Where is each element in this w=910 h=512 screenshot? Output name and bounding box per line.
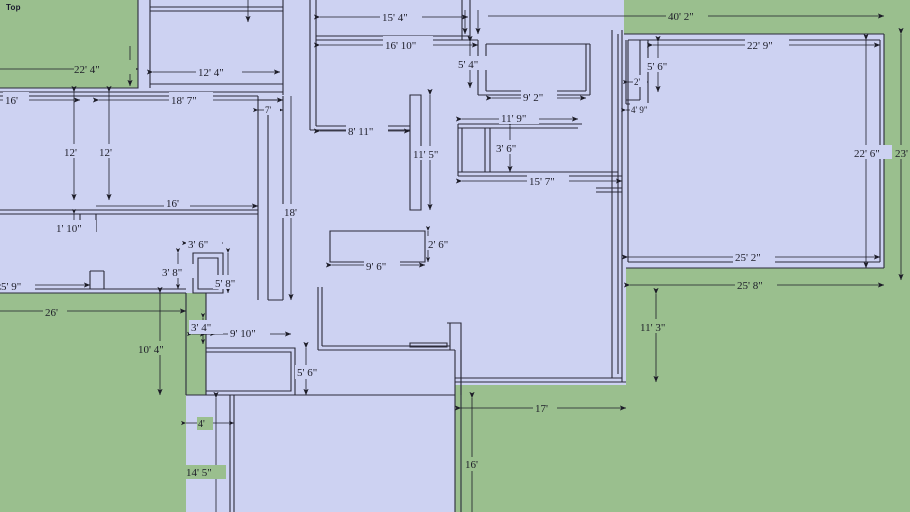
- exterior-yard-topleft: [0, 0, 138, 88]
- wall-divider-vertical-center: [409, 94, 422, 211]
- dim-label-5-6: 5' 6": [647, 61, 667, 73]
- wall-bottomleft-room: [206, 347, 296, 395]
- wall-small-room-divider: [484, 128, 491, 172]
- dim-label-8-11: 8' 11": [348, 126, 373, 138]
- wall-island-counter: [329, 230, 426, 263]
- wall-door-swing-center: [409, 342, 448, 348]
- dimension-labels: 22' 4" 12' 4" 15' 4" 40' 2" 16' 10" 22' …: [1, 7, 910, 479]
- dim-label-3-6: 3' 6": [496, 143, 516, 155]
- dim-label-25-2: 25' 2": [735, 252, 761, 264]
- dim-label-5-8: 5' 8": [215, 278, 235, 290]
- dim-label-23: 23': [895, 148, 908, 160]
- dim-label-12-left: 12': [64, 147, 77, 159]
- exterior-yard-bottomleft: [0, 293, 186, 512]
- wall-upper-center-divider: [461, 0, 471, 40]
- wall-closet-outer: [192, 252, 224, 294]
- dim-label-15-7: 15' 7": [529, 176, 555, 188]
- dim-label-16-left: 16': [5, 95, 18, 107]
- dim-label-3-8: 3' 8": [162, 267, 182, 279]
- wall-stub-right-mid: [596, 187, 622, 193]
- dim-label-10-4: 10' 4": [138, 344, 164, 356]
- dim-label-11-9: 11' 9": [501, 113, 526, 125]
- dim-label-25-8: 25' 8": [737, 280, 763, 292]
- exterior-yard-bottomright: [455, 268, 884, 512]
- dim-label-14-5: 14' 5": [186, 467, 212, 479]
- dim-label-11-5: 11' 5": [413, 149, 438, 161]
- dim-label-18-7: 18' 7": [171, 95, 197, 107]
- dim-label-4-9: 4' 9": [631, 105, 648, 115]
- dim-label-5-4: 5' 4": [458, 59, 478, 71]
- dim-label-22-4: 22' 4": [74, 64, 100, 76]
- dim-label-3-6b: 3' 6": [188, 239, 208, 251]
- dim-label-15-4: 15' 4": [382, 12, 408, 24]
- dim-label-22-6: 22' 6": [854, 148, 880, 160]
- dim-label-16-bottom: 16': [465, 459, 478, 471]
- interior-room-bottomcenter: [186, 395, 455, 512]
- dim-label-9-10: 9' 10": [230, 328, 256, 340]
- dim-label-40-2: 40' 2": [668, 11, 694, 23]
- dim-label-11-3: 11' 3": [640, 322, 665, 334]
- wall-lines: [0, 0, 885, 512]
- dim-label-5-9: 5' 9": [1, 281, 21, 293]
- dim-label-18: 18': [284, 207, 297, 219]
- wall-vertical-center-col: [257, 96, 284, 301]
- dim-label-9-2: 9' 2": [523, 92, 543, 104]
- wall-top-upper-rooms: [149, 0, 284, 95]
- dim-label-2: 2': [634, 77, 641, 87]
- dim-label-7: 7': [265, 105, 272, 115]
- wall-upper-center-left: [309, 0, 410, 131]
- dim-label-5-6-bottom: 5' 6": [297, 367, 317, 379]
- dim-label-17: 17': [535, 403, 548, 415]
- dim-label-22-9: 22' 9": [747, 40, 773, 52]
- dim-label-16-mid: 16': [166, 198, 179, 210]
- wall-right-small-room: [625, 40, 648, 105]
- dim-label-2-6: 2' 6": [428, 239, 448, 251]
- dim-label-16-10: 16' 10": [385, 40, 416, 52]
- wall-spine-vertical: [611, 30, 623, 382]
- wall-horizontal-band-1: [0, 91, 283, 97]
- wall-spine-bottom: [455, 377, 626, 383]
- exterior-yard-right: [884, 34, 910, 512]
- wall-center-L: [317, 287, 455, 351]
- wall-topleft-yard-edge: [0, 0, 139, 89]
- dim-label-4: 4': [198, 419, 205, 430]
- dim-label-12-right: 12': [99, 147, 112, 159]
- wall-bottom-vertical-left: [229, 395, 235, 512]
- view-orientation-label: Top: [6, 3, 21, 12]
- wall-mid-left-horizontal: [0, 209, 258, 215]
- dim-label-12-4: 12' 4": [198, 67, 224, 79]
- dim-label-3-4: 3' 4": [191, 322, 211, 334]
- dim-label-26: 26': [45, 307, 58, 319]
- dim-label-1-10: 1' 10": [56, 223, 82, 235]
- wall-vertical-bottom-center: [454, 350, 462, 512]
- dim-label-9-6: 9' 6": [366, 261, 386, 273]
